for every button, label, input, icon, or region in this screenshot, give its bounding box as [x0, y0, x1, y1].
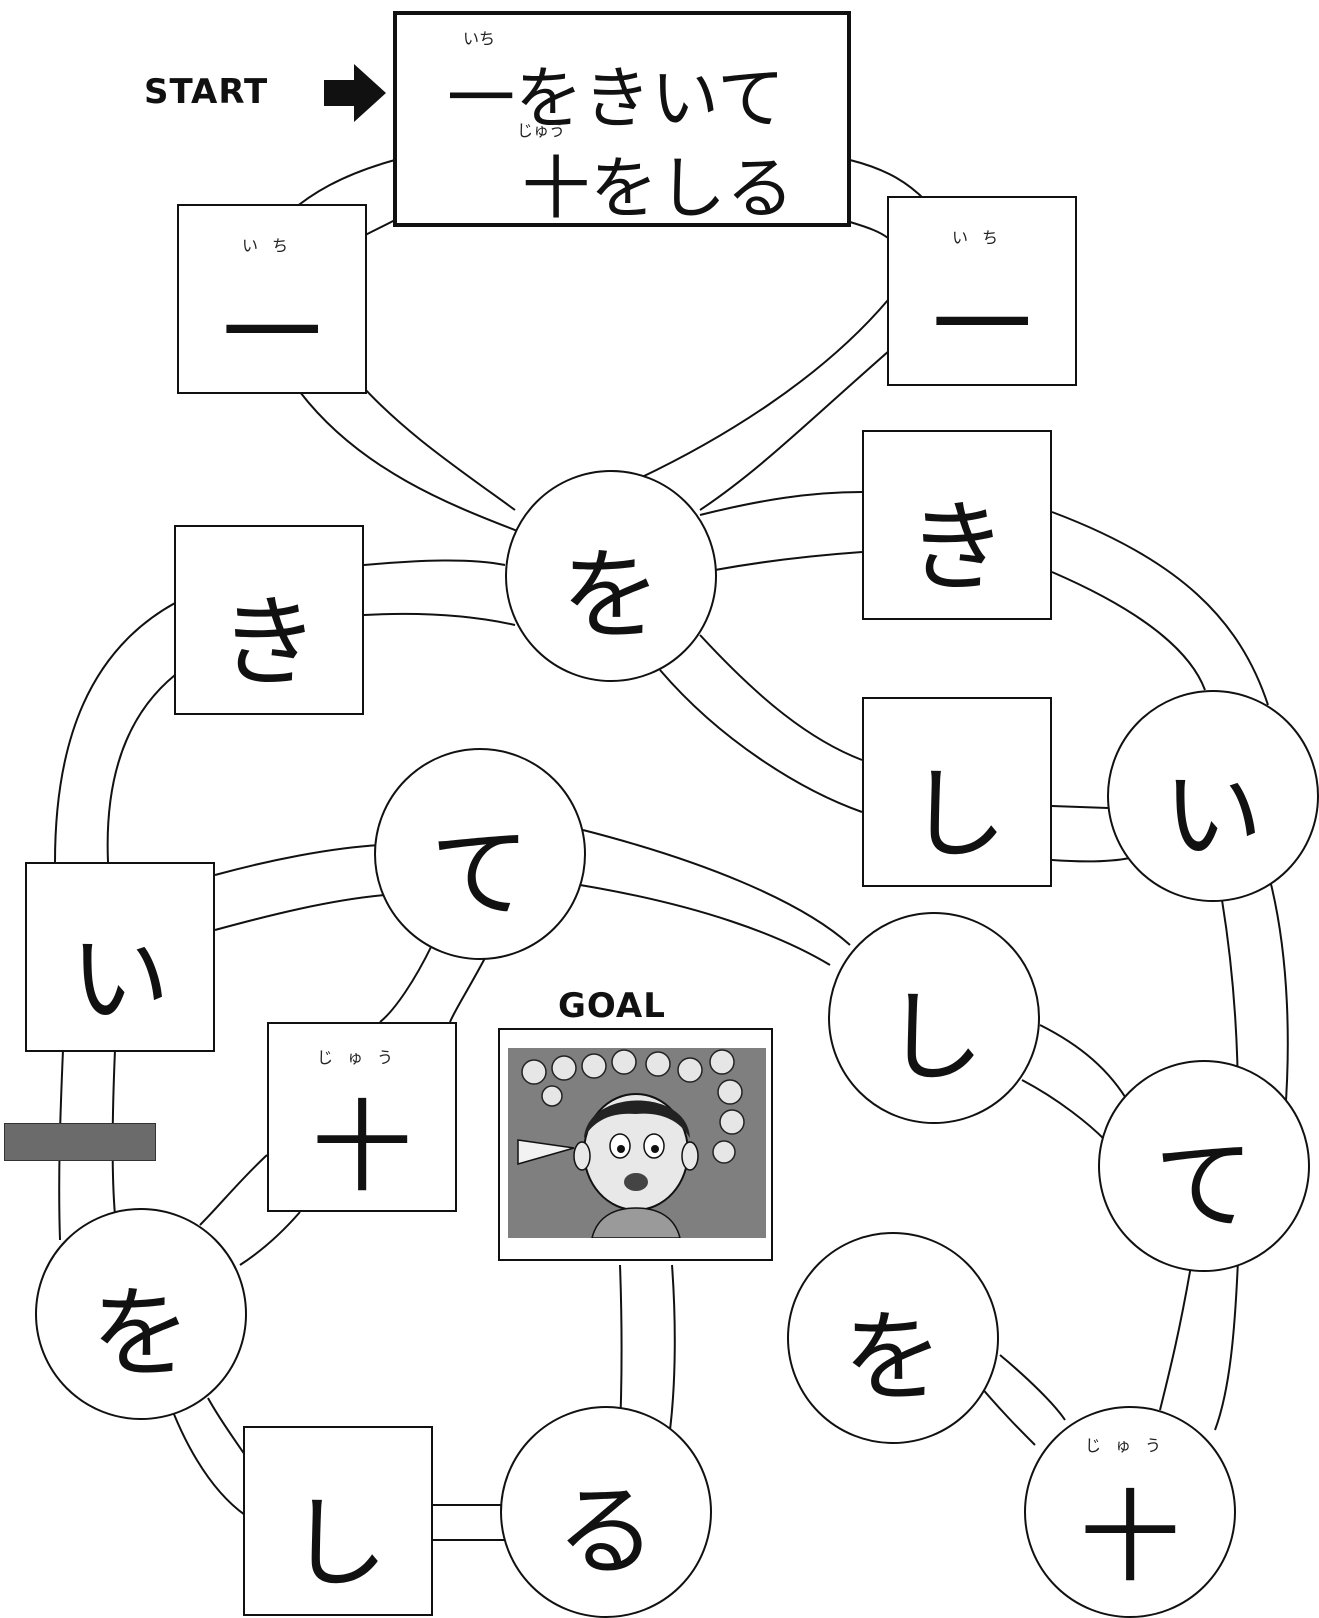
circle-shi-middle[interactable]: し	[828, 912, 1040, 1124]
boy-thinking-illustration	[508, 1048, 766, 1238]
circle-ru-bottom[interactable]: る	[500, 1406, 712, 1618]
square-ki-left[interactable]: き	[174, 525, 364, 715]
circle-wo-left[interactable]: を	[35, 1208, 247, 1420]
char-wo: を	[37, 1252, 245, 1397]
char-i: い	[27, 898, 213, 1043]
char-ru: る	[502, 1450, 710, 1595]
circle-te-right[interactable]: て	[1098, 1060, 1310, 1272]
square-ichi-right[interactable]: いち 一	[887, 196, 1077, 386]
start-label: START	[144, 72, 268, 112]
char-shi: し	[245, 1462, 431, 1607]
square-ichi-left[interactable]: いち 一	[177, 204, 367, 394]
char-shi: し	[864, 733, 1050, 878]
circle-juu-bottom[interactable]: じゅう 十	[1024, 1406, 1236, 1618]
square-ki-right[interactable]: き	[862, 430, 1052, 620]
square-shi-right[interactable]: し	[862, 697, 1052, 887]
char-ki: き	[864, 466, 1050, 611]
gate-bar	[4, 1123, 156, 1161]
char-i: い	[1109, 734, 1317, 879]
circle-te-middle[interactable]: て	[374, 748, 586, 960]
title-line-1: 一をきいて	[447, 43, 785, 142]
char-juu: 十	[1026, 1456, 1234, 1601]
goal-label: GOAL	[558, 986, 666, 1026]
start-square-proverb[interactable]: いち 一をきいて じゅう 十をしる	[393, 11, 851, 227]
char-te: て	[376, 792, 584, 937]
char-wo: を	[789, 1276, 997, 1421]
square-juu-middle[interactable]: じゅう 十	[267, 1022, 457, 1212]
char-shi: し	[830, 956, 1038, 1101]
square-i-left[interactable]: い	[25, 862, 215, 1052]
char-ichi: 一	[889, 244, 1075, 389]
square-shi-bottom[interactable]: し	[243, 1426, 433, 1616]
char-ki: き	[176, 561, 362, 706]
title-line-2: 十をしる	[522, 133, 794, 232]
right-arrow-icon	[322, 60, 388, 126]
char-te: て	[1100, 1104, 1308, 1249]
char-juu: 十	[269, 1066, 455, 1211]
char-ichi: 一	[179, 252, 365, 397]
circle-i-right[interactable]: い	[1107, 690, 1319, 902]
ruby-juu: じゅう	[269, 1044, 455, 1068]
char-wo: を	[507, 514, 715, 659]
circle-wo-right[interactable]: を	[787, 1232, 999, 1444]
goal-square[interactable]	[498, 1028, 773, 1261]
circle-wo-top[interactable]: を	[505, 470, 717, 682]
ruby-juu: じゅう	[1026, 1432, 1234, 1456]
